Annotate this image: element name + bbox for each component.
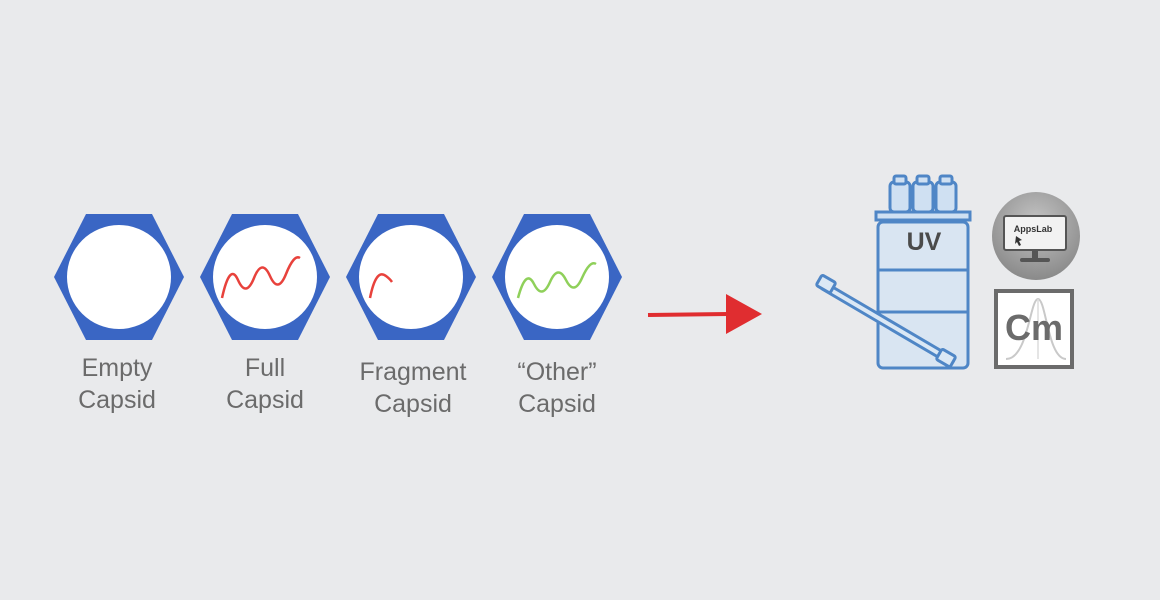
empty-capsid-icon (54, 212, 184, 342)
solvent-tray (874, 210, 972, 222)
empty-capsid-label-line1: Empty (81, 354, 153, 382)
fragment-signal-wave (368, 273, 394, 299)
cm-label: Cm (1004, 307, 1063, 348)
capsid-core (213, 225, 317, 329)
empty-capsid-label-line2: Capsid (78, 386, 156, 414)
uv-detector-label: UV (906, 228, 942, 256)
full-capsid-label-line2: Capsid (226, 386, 304, 414)
capsid-core (359, 225, 463, 329)
fragment-capsid-label-line2: Capsid (374, 390, 452, 418)
other-capsid-label-line2: Capsid (518, 390, 596, 418)
full-capsid-icon (200, 212, 330, 342)
chromatography-software-icon: Cm (994, 289, 1074, 369)
capsid-core (67, 225, 171, 329)
capsid-core (505, 225, 609, 329)
full-capsid-label: Full Capsid (175, 352, 355, 416)
full-signal-wave (220, 256, 301, 299)
solvent-bottles (888, 174, 958, 214)
other-capsid-icon (492, 212, 622, 342)
arrow-head (726, 294, 762, 334)
arrow-shaft (647, 312, 729, 317)
flow-arrow-icon (647, 294, 762, 334)
other-signal-wave (516, 262, 597, 299)
empty-capsid-label: Empty Capsid (27, 352, 207, 416)
column-icon (815, 274, 957, 368)
cursor-icon (1015, 236, 1022, 246)
hplc-instrument-icon (815, 174, 972, 370)
monitor-neck (1032, 250, 1038, 258)
appslab-software-icon (992, 192, 1080, 280)
monitor-base (1020, 258, 1050, 262)
fragment-capsid-icon (346, 212, 476, 342)
cm-peak-graphic (1005, 297, 1067, 360)
fragment-capsid-label: Fragment Capsid (323, 356, 503, 420)
fragment-capsid-label-line1: Fragment (359, 358, 467, 386)
full-capsid-label-line1: Full (244, 354, 286, 382)
other-capsid-label-line1: “Other” (517, 358, 597, 386)
other-capsid-label: “Other” Capsid (467, 356, 647, 420)
appslab-label: AppsLab (1013, 224, 1053, 234)
